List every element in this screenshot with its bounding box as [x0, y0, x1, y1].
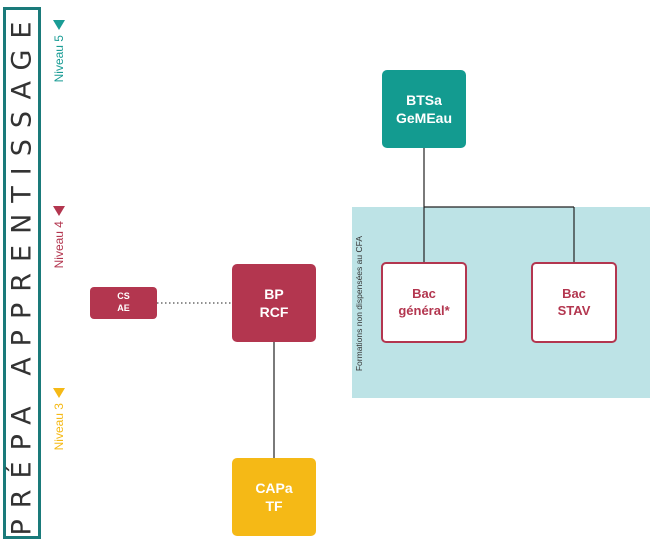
node-capa-line1: CAPa — [255, 479, 293, 496]
node-bac-general: Bac général* — [381, 262, 467, 343]
node-btsa-gemeau: BTSa GeMEau — [382, 70, 466, 148]
node-csae-line1: CS — [117, 291, 130, 302]
node-btsa-line2: GeMEau — [395, 110, 452, 126]
level-3-marker: Niveau 3 — [45, 388, 73, 450]
node-capa-tf: CAPa TF — [232, 458, 316, 536]
node-bacgen-line2: général* — [398, 302, 450, 318]
level-3-triangle-icon — [53, 388, 65, 398]
node-bp-rcf: BP RCF — [232, 264, 316, 342]
level-4-marker: Niveau 4 — [45, 206, 73, 268]
level-5-marker: Niveau 5 — [45, 20, 73, 82]
level-4-triangle-icon — [53, 206, 65, 216]
node-bp-line2: RCF — [259, 304, 289, 320]
node-bacstav-line2: STAV — [557, 302, 591, 318]
node-cs-ae: CS AE — [90, 287, 157, 319]
level-5-triangle-icon — [53, 20, 65, 30]
sidebar-frame: PRÉPA APPRENTISSAGE — [3, 7, 41, 539]
node-capa-line2: TF — [265, 498, 283, 514]
node-btsa-line1: BTSa — [406, 91, 442, 108]
node-bac-stav: Bac STAV — [531, 262, 617, 343]
node-bp-line1: BP — [264, 285, 284, 302]
node-csae-line2: AE — [117, 303, 130, 313]
node-bacstav-line1: Bac — [562, 285, 586, 301]
node-bacgen-line1: Bac — [412, 285, 436, 301]
